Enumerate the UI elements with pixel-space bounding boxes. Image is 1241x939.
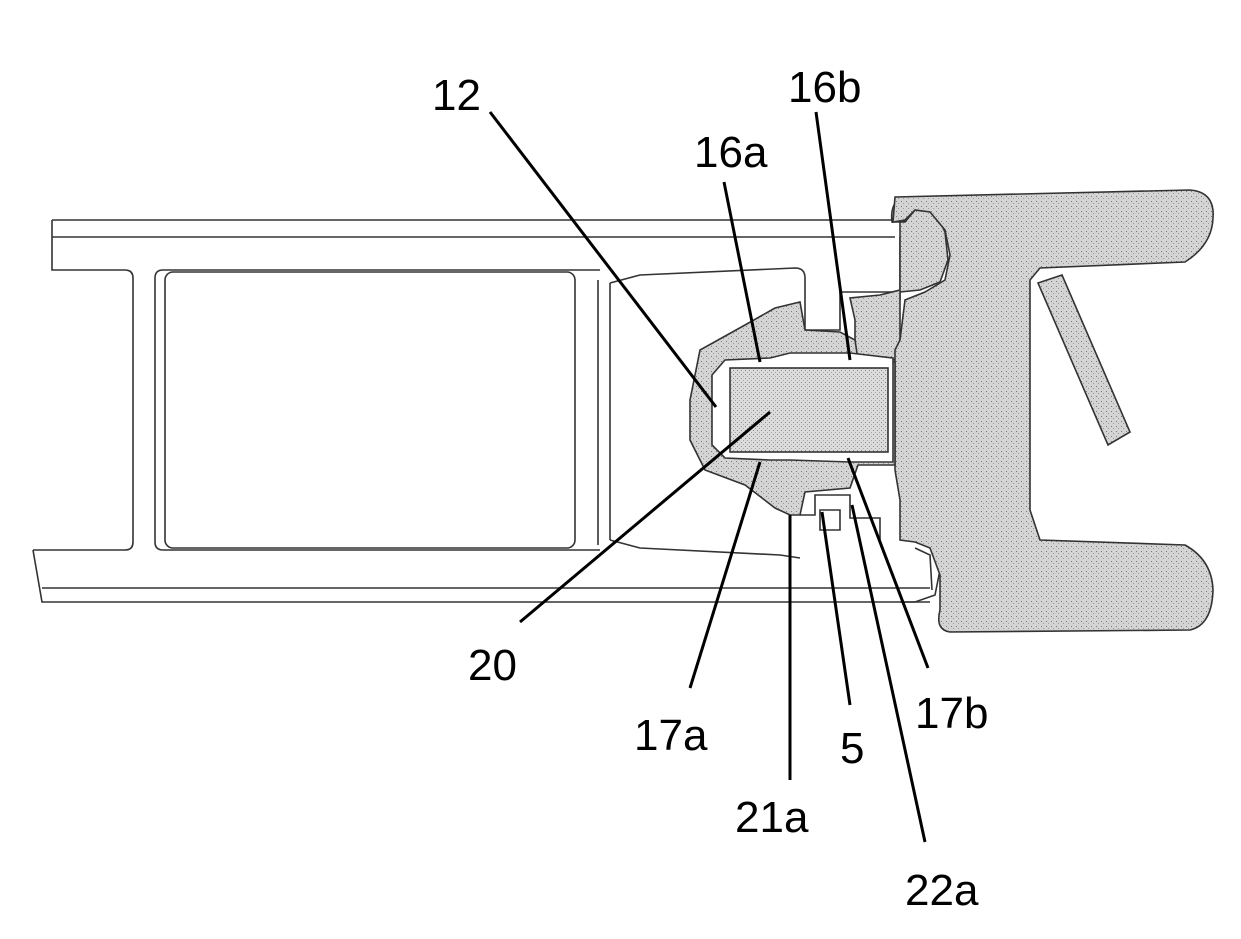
label-12: 12 <box>432 71 481 120</box>
seal-profile <box>850 190 1213 632</box>
label-16a: 16a <box>694 128 768 177</box>
label-20: 20 <box>468 641 517 690</box>
label-5: 5 <box>840 724 864 773</box>
label-16b: 16b <box>788 63 861 112</box>
label-17b: 17b <box>915 689 988 738</box>
insert-block <box>730 368 888 452</box>
label-17a: 17a <box>634 711 708 760</box>
label-22a: 22a <box>905 866 979 915</box>
label-21a: 21a <box>735 793 809 842</box>
